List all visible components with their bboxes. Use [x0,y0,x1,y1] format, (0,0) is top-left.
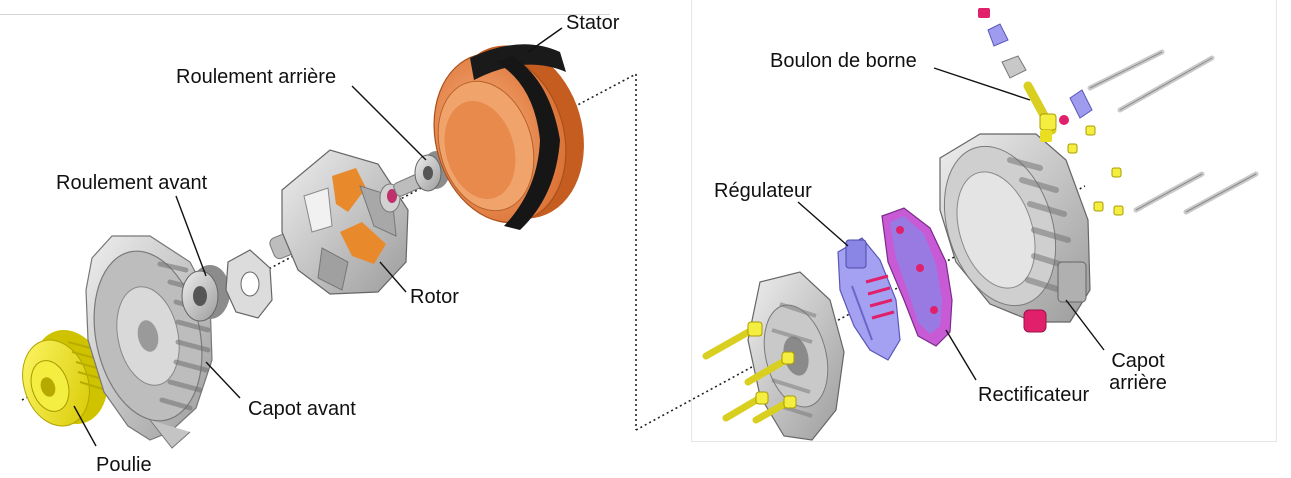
label-rear-cover: Capot arrière [1106,350,1170,394]
label-front-cover: Capot avant [248,398,356,420]
front-bearing [181,265,230,322]
label-rear-cover-line1: Capot [1111,350,1165,372]
rear-assembly-panel [691,0,1277,442]
leader-terminal-bolt [933,67,1031,101]
label-regulator: Régulateur [714,180,812,202]
rectifier [881,207,953,347]
terminal-insulator [1059,89,1093,125]
leader-front-cover [205,361,241,399]
top-rule [0,14,610,15]
pulley [22,330,108,427]
leader-rotor [379,261,407,293]
label-rotor: Rotor [410,286,459,308]
label-stator: Stator [566,12,620,34]
label-pulley: Poulie [96,454,152,476]
regulator [837,237,901,361]
rear-end-plate [747,271,845,441]
front-cover [85,235,213,449]
label-rectifier: Rectificateur [978,384,1090,406]
through-bolts [1087,49,1259,215]
leader-rectifier [945,329,977,381]
leader-lines [73,27,1105,447]
leader-rear-cover [1065,299,1105,351]
label-rear-cover-line2: arrière [1109,372,1167,394]
leader-stator [527,27,563,53]
leader-pulley [73,405,97,447]
leader-regulator [797,201,849,247]
retainer-plate [225,249,273,319]
rotor [269,149,425,295]
label-rear-bearing: Roulement arrière [176,66,337,88]
leader-front-bearing [175,195,207,277]
terminal-cap-parts [978,8,1027,79]
mounting-screws-front [702,321,797,424]
leader-rear-bearing [351,85,427,161]
nuts [1067,125,1124,216]
stator [433,44,584,230]
terminal-bolt [1023,81,1057,142]
rear-cover [939,133,1091,333]
label-front-bearing: Roulement avant [56,172,208,194]
label-terminal-bolt: Boulon de borne [770,50,917,72]
